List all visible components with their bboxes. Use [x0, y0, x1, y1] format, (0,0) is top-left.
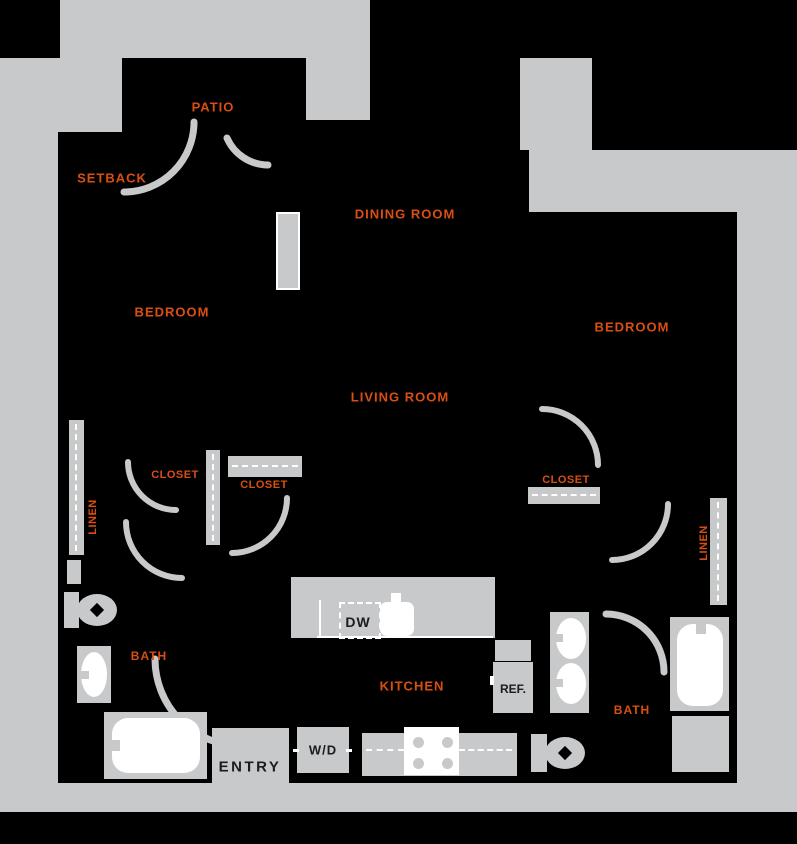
tub-right-faucet — [696, 621, 706, 634]
refrigerator — [493, 662, 533, 713]
linen-left-dash — [75, 424, 77, 551]
hall-door-arc-3 — [123, 519, 185, 581]
refrigerator-tick — [490, 676, 494, 685]
toilet-right-tank — [531, 734, 547, 772]
island-counter-line-h — [317, 636, 493, 638]
closet-shelf-left-dash — [232, 465, 298, 467]
island-sink-faucet — [391, 593, 401, 607]
patio-label: PATIO — [191, 99, 235, 115]
toilet-left-tank — [64, 592, 79, 628]
entry-threshold — [212, 728, 289, 788]
exterior-top-right-band — [529, 150, 797, 212]
bedroom-right-door-arc — [539, 406, 601, 468]
washer-dryer-unit — [297, 727, 349, 773]
closet-right-door-arc — [609, 501, 671, 563]
closet-shelf-right — [528, 487, 600, 504]
kitchen-counter-dash-left — [366, 749, 404, 751]
washer-dryer-label: W/D — [308, 742, 338, 758]
exterior-right-strip — [737, 212, 797, 790]
refrigerator-upper-cabinet — [495, 640, 531, 661]
washer-dryer-tick-right — [346, 749, 352, 752]
bathtub-right — [677, 624, 723, 706]
dining-room-label: DINING ROOM — [354, 206, 456, 222]
closet-hall-left-label: CLOSET — [151, 469, 199, 481]
burner-4 — [442, 758, 453, 769]
setback-label: SETBACK — [77, 170, 147, 186]
bath-right-door-arc — [602, 610, 668, 676]
faucet-right-1 — [551, 634, 563, 642]
kitchen-counter-dash-right — [459, 749, 512, 751]
bedroom-left-door-leaf — [276, 212, 300, 290]
closet-divider-door — [206, 450, 220, 545]
bedroom-left-label: BEDROOM — [134, 304, 210, 320]
linen-right-door — [710, 498, 727, 605]
linen-left-label: LINEN — [87, 499, 99, 535]
bathtub-left — [112, 718, 200, 773]
burner-1 — [413, 737, 424, 748]
island-counter-line-v — [319, 600, 321, 638]
bedroom-right-label: BEDROOM — [594, 319, 670, 335]
dishwasher-label: DW — [345, 614, 371, 630]
linen-right-label: LINEN — [698, 525, 710, 561]
refrigerator-label: REF. — [499, 682, 527, 696]
bath-right-label: BATH — [613, 703, 651, 717]
linen-right-dash — [717, 502, 719, 601]
faucet-left — [77, 671, 89, 679]
closet-divider-dash — [212, 454, 214, 541]
exterior-bottom-band — [0, 783, 797, 812]
tub-left-faucet — [108, 740, 120, 751]
entry-label: ENTRY — [218, 758, 282, 776]
closet-shelf-left — [228, 456, 302, 477]
closet-shelf-right-dash — [532, 494, 596, 496]
shower-right — [672, 716, 729, 772]
island-sink — [380, 602, 414, 636]
exterior-top-right-block — [520, 58, 592, 150]
closet-hall-right-label: CLOSET — [240, 479, 288, 491]
kitchen-label: KITCHEN — [379, 678, 445, 694]
washer-dryer-tick-left — [293, 749, 299, 752]
left-wall-niche — [67, 560, 81, 584]
living-room-label: LIVING ROOM — [350, 389, 450, 405]
closet-bedroom-right-label: CLOSET — [542, 474, 590, 486]
exterior-top-band — [60, 0, 370, 58]
linen-left-door — [69, 420, 84, 555]
burner-2 — [442, 737, 453, 748]
hall-door-arc-2 — [229, 495, 290, 556]
exterior-patio-pillar-right — [306, 58, 370, 120]
burner-3 — [413, 758, 424, 769]
patio-door-arc-right — [223, 134, 272, 169]
exterior-left-strip — [0, 58, 58, 812]
faucet-right-2 — [551, 679, 563, 687]
bath-left-label: BATH — [130, 649, 168, 663]
